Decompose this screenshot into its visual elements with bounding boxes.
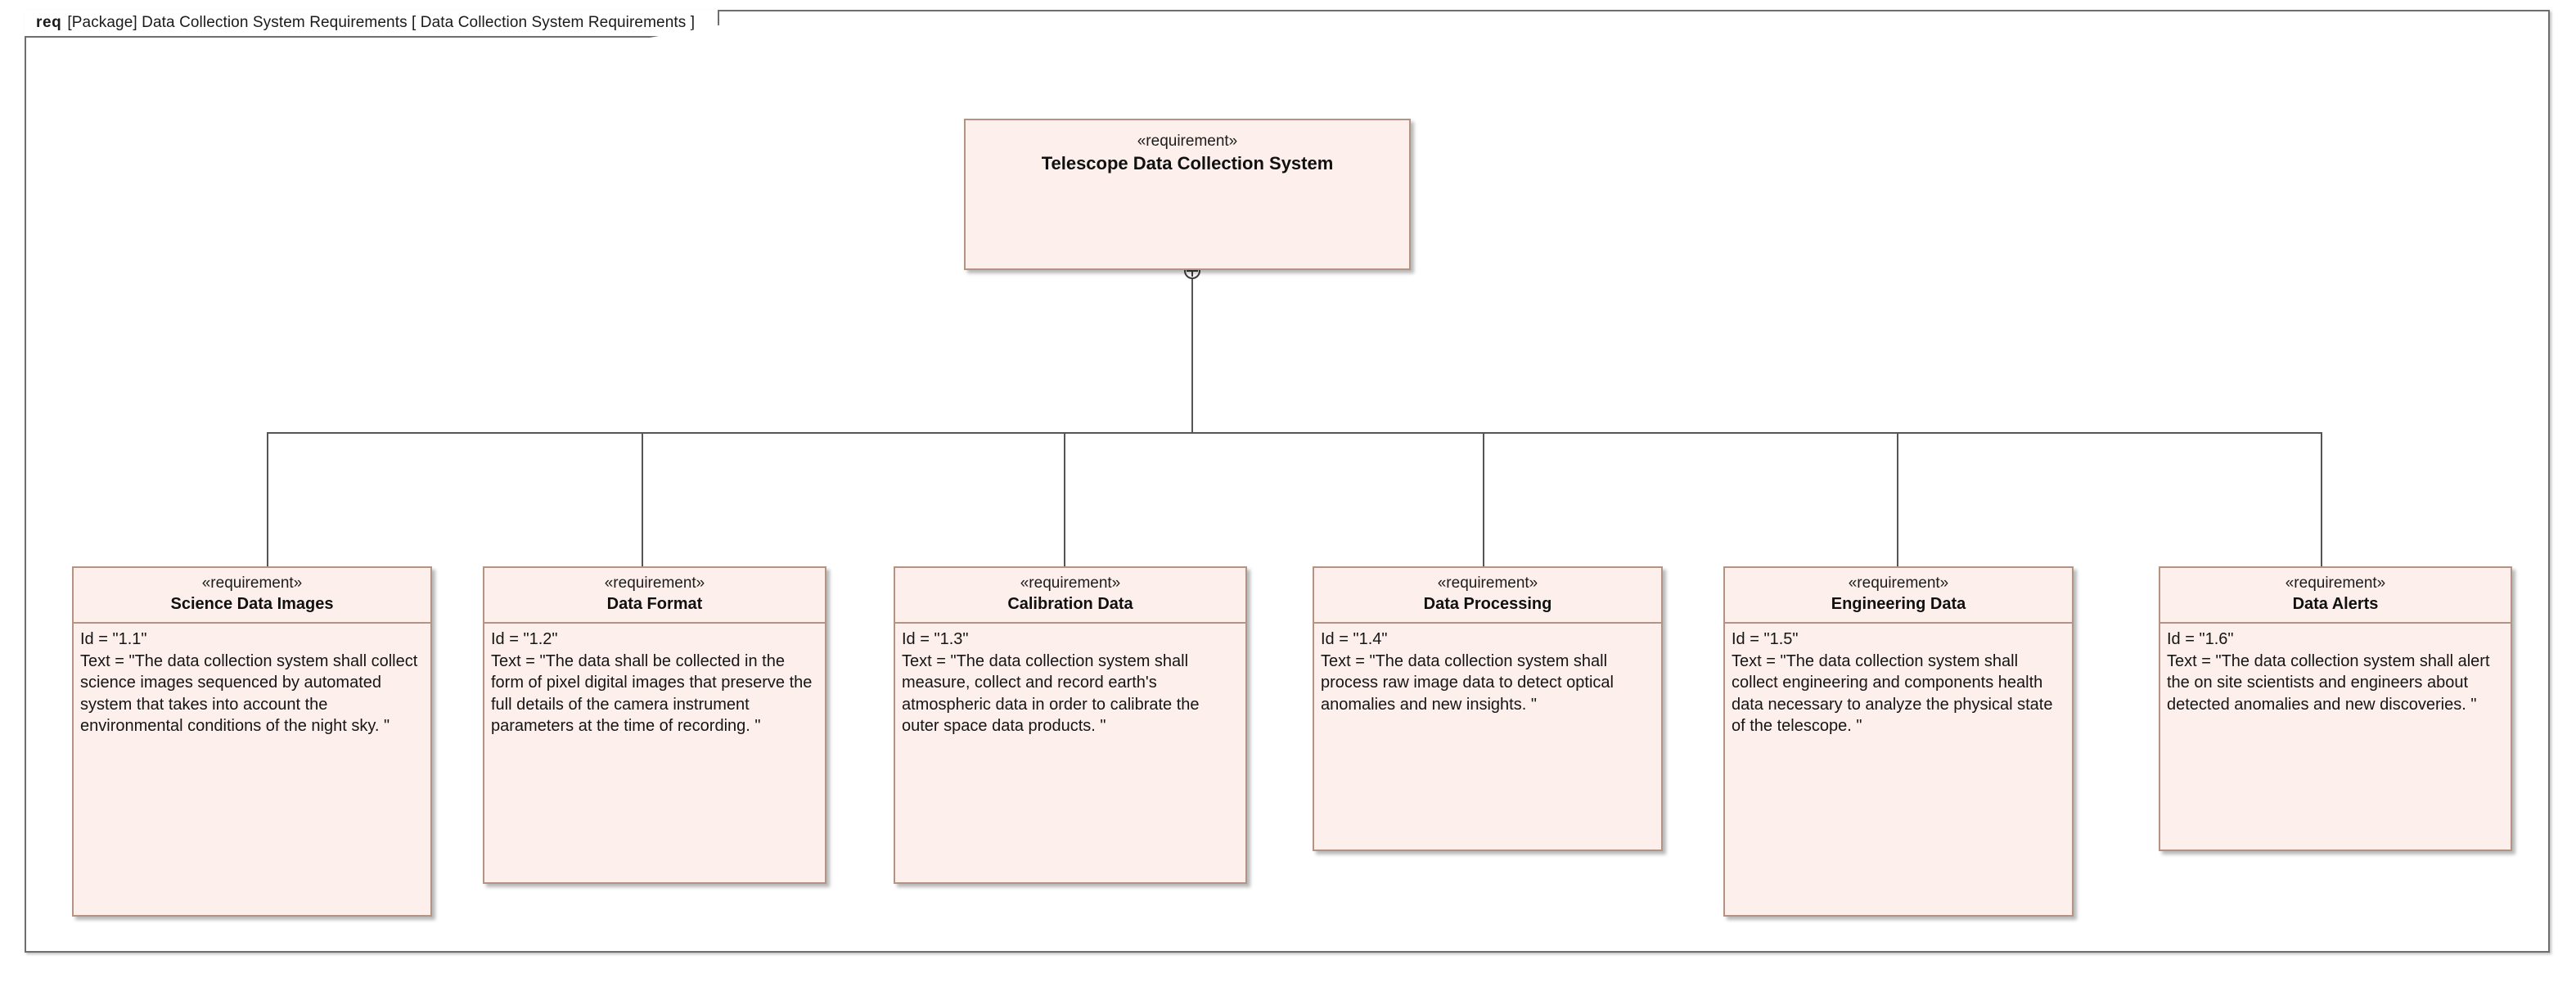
requirement-block-data-alerts[interactable]: «requirement» Data Alerts Id = "1.6" Tex… bbox=[2159, 566, 2512, 851]
requirement-block-data-format[interactable]: «requirement» Data Format Id = "1.2" Tex… bbox=[483, 566, 826, 884]
requirement-text-attribute: Text = "The data collection system shall… bbox=[1732, 651, 2053, 736]
requirement-text-attribute: Text = "The data collection system shall… bbox=[80, 651, 418, 736]
requirement-body: Id = "1.5" Text = "The data collection s… bbox=[1725, 621, 2072, 744]
requirement-body: Id = "1.1" Text = "The data collection s… bbox=[74, 621, 430, 744]
requirement-header: «requirement» Telescope Data Collection … bbox=[966, 120, 1409, 182]
requirement-header: «requirement» Data Processing bbox=[1314, 568, 1661, 622]
stereotype-label: «requirement» bbox=[1137, 133, 1238, 150]
requirement-name: Calibration Data bbox=[1007, 595, 1133, 614]
stereotype-label: «requirement» bbox=[201, 575, 303, 592]
requirement-name: Data Format bbox=[606, 595, 703, 614]
requirement-header: «requirement» Data Alerts bbox=[2160, 568, 2511, 622]
requirement-body: Id = "1.3" Text = "The data collection s… bbox=[895, 621, 1245, 744]
requirement-block-calibration-data[interactable]: «requirement» Calibration Data Id = "1.3… bbox=[894, 566, 1247, 884]
connector-trunk-vertical bbox=[1191, 270, 1193, 433]
requirement-name: Data Processing bbox=[1423, 595, 1552, 614]
requirement-name: Telescope Data Collection System bbox=[1041, 153, 1334, 174]
requirement-block-engineering-data[interactable]: «requirement» Engineering Data Id = "1.5… bbox=[1723, 566, 2074, 917]
connector-drop-4 bbox=[1483, 432, 1484, 566]
requirement-block-root[interactable]: «requirement» Telescope Data Collection … bbox=[964, 119, 1411, 270]
requirement-header: «requirement» Calibration Data bbox=[895, 568, 1245, 622]
stereotype-label: «requirement» bbox=[2285, 575, 2386, 592]
requirement-block-science-data-images[interactable]: «requirement» Science Data Images Id = "… bbox=[72, 566, 432, 917]
requirement-header: «requirement» Science Data Images bbox=[74, 568, 430, 622]
requirement-header: «requirement» Data Format bbox=[484, 568, 825, 622]
requirement-body: Id = "1.6" Text = "The data collection s… bbox=[2160, 621, 2511, 722]
requirement-id-attribute: Id = "1.1" bbox=[80, 629, 147, 648]
requirement-id-attribute: Id = "1.4" bbox=[1321, 629, 1388, 648]
requirement-header: «requirement» Engineering Data bbox=[1725, 568, 2072, 622]
connector-drop-3 bbox=[1064, 432, 1065, 566]
stereotype-label: «requirement» bbox=[604, 575, 705, 592]
diagram-kind-label: req bbox=[36, 14, 62, 31]
connector-drop-5 bbox=[1897, 432, 1898, 566]
requirement-block-data-processing[interactable]: «requirement» Data Processing Id = "1.4"… bbox=[1313, 566, 1663, 851]
requirement-body: Id = "1.4" Text = "The data collection s… bbox=[1314, 621, 1661, 722]
diagram-title-label: [Package] Data Collection System Require… bbox=[67, 14, 696, 31]
diagram-frame-header: req [Package] Data Collection System Req… bbox=[25, 10, 720, 38]
requirement-id-attribute: Id = "1.5" bbox=[1732, 629, 1799, 648]
connector-horizontal-bus bbox=[267, 432, 2321, 434]
requirement-name: Engineering Data bbox=[1831, 595, 1966, 614]
requirement-text-attribute: Text = "The data collection system shall… bbox=[1321, 651, 1614, 714]
stereotype-label: «requirement» bbox=[1437, 575, 1538, 592]
requirement-name: Data Alerts bbox=[2292, 595, 2379, 614]
requirement-id-attribute: Id = "1.2" bbox=[491, 629, 558, 648]
stereotype-label: «requirement» bbox=[1848, 575, 1949, 592]
requirement-text-attribute: Text = "The data collection system shall… bbox=[902, 651, 1200, 736]
requirement-text-attribute: Text = "The data shall be collected in t… bbox=[491, 651, 813, 736]
connector-drop-6 bbox=[2321, 432, 2322, 566]
requirement-name: Science Data Images bbox=[170, 595, 334, 614]
connector-drop-2 bbox=[642, 432, 643, 566]
requirement-id-attribute: Id = "1.6" bbox=[2167, 629, 2234, 648]
stereotype-label: «requirement» bbox=[1020, 575, 1121, 592]
requirement-id-attribute: Id = "1.3" bbox=[902, 629, 969, 648]
connector-drop-1 bbox=[267, 432, 268, 566]
requirement-body: Id = "1.2" Text = "The data shall be col… bbox=[484, 621, 825, 744]
requirement-text-attribute: Text = "The data collection system shall… bbox=[2167, 651, 2490, 714]
